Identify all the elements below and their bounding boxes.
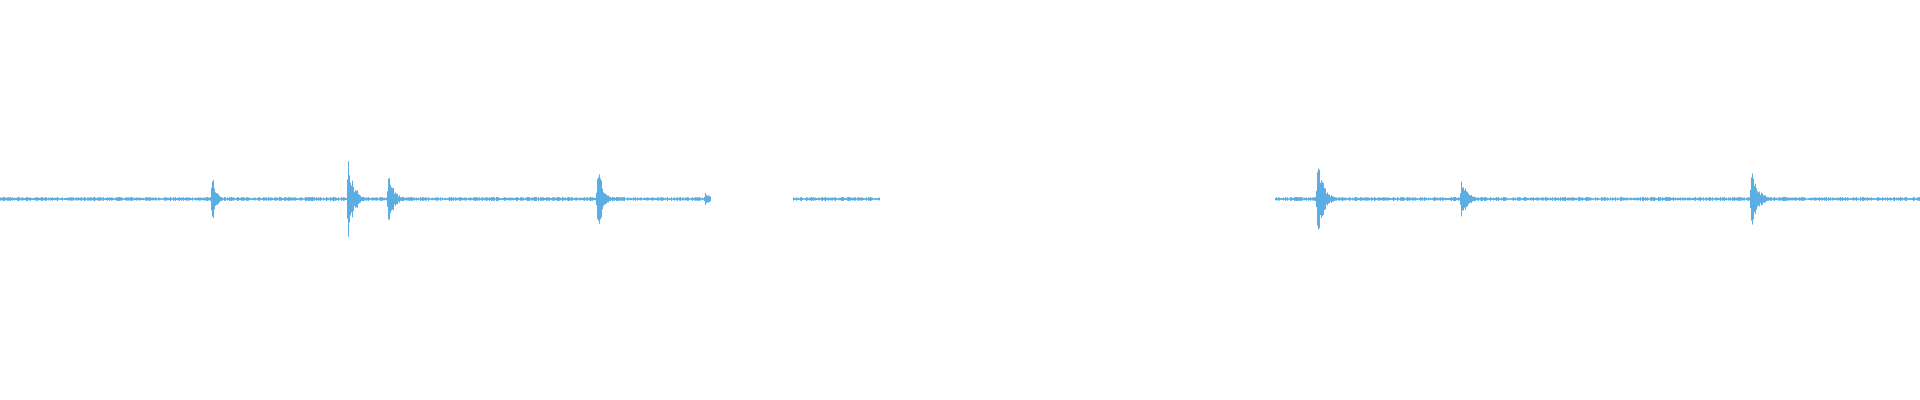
waveform-amplitude [0,161,1920,237]
waveform-trace [0,161,1920,237]
